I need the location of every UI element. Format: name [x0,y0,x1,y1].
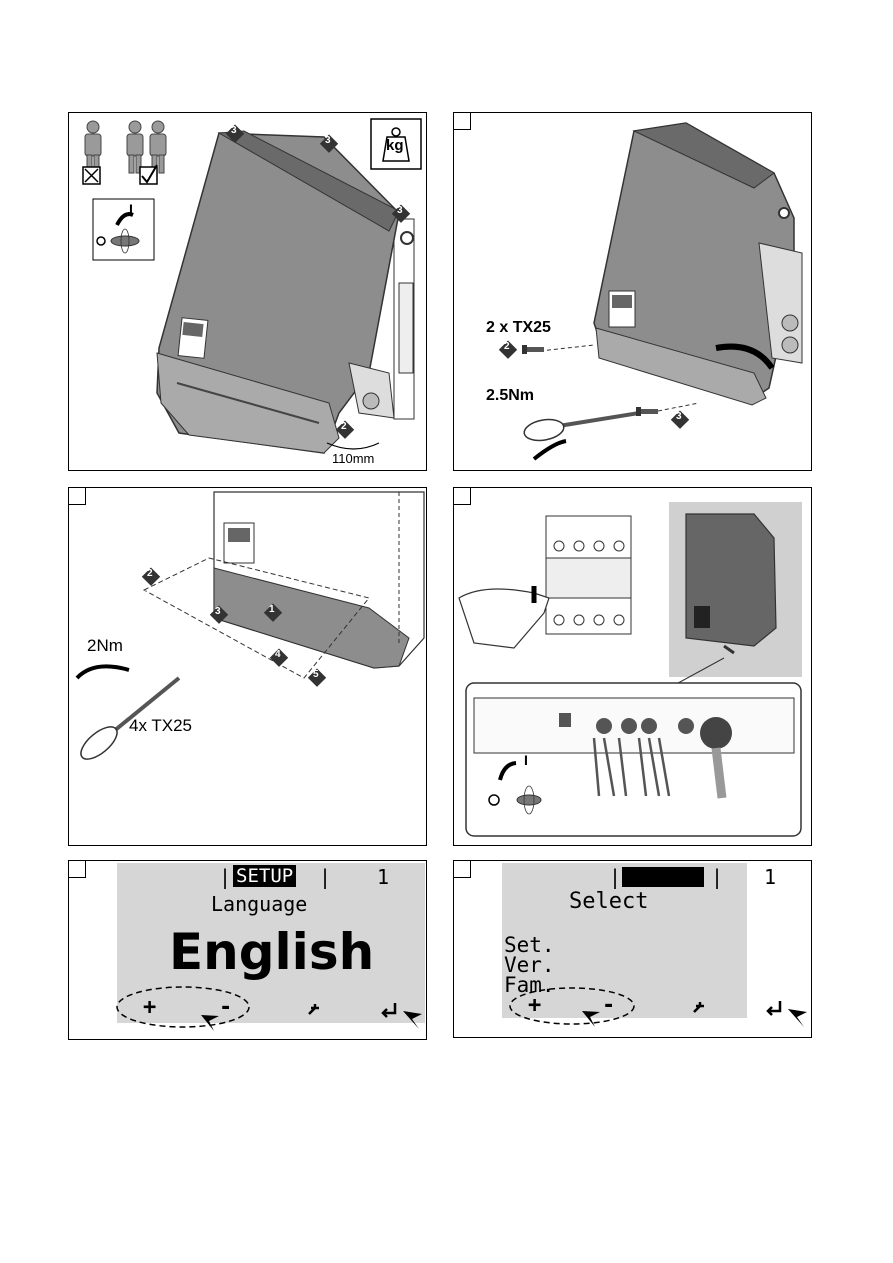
torque-label: 2Nm [87,636,123,655]
step-number-box [454,488,471,505]
switch-position-label: I [524,752,528,768]
screw-icon-bottom [636,407,658,416]
pointer-enter-icon [403,1011,422,1029]
step-number-box [454,861,471,878]
step-marker-5 [307,668,327,687]
menu-item-fam[interactable]: Fam. [504,973,555,997]
plus-button[interactable]: + [143,995,157,1020]
step-number-box [454,113,471,130]
rotate-arrow-icon [75,664,130,680]
panel-6-buttons [509,987,807,1027]
header-title: SETUP [233,865,297,887]
step-marker-4 [269,648,289,667]
marker-4-label: 4 [275,649,281,660]
marker-2-label: 2 [147,568,153,579]
inverter-front [213,491,425,669]
header-page-number: 1 [377,865,390,889]
weight-icon [382,136,410,162]
menu-item-ver[interactable]: Ver. [504,953,555,977]
torque-label: 2.5Nm [486,387,535,404]
back-arrow-icon [308,1004,319,1015]
pointer-enter-icon [788,1009,807,1027]
panel-3-mount-bottom-cover: 2Nm 4x TX25 2 3 1 4 5 [68,487,427,846]
back-arrow-icon [693,1002,704,1013]
panel-1-lift-cover: kg I 3 3 3 2 110mm [68,112,427,471]
screwdriver-icon [523,411,640,442]
hand-icon [458,588,550,649]
marker-1-label: 1 [269,604,275,615]
screw-icon-top [522,345,544,354]
menu-item-set[interactable]: Set. [504,933,555,957]
minus-button[interactable]: - [602,993,616,1018]
screw-count-label: 4x TX25 [129,716,193,735]
step-marker-3 [670,410,690,429]
panel-6-display-select: | | 1 Select Set. Ver. Fam. + - [453,860,812,1038]
panel-3-illustration [75,491,425,760]
lcd-screen [117,863,425,1023]
panel-1-illustration [82,118,422,454]
marker-3-label: 3 [676,411,682,422]
minus-button[interactable]: - [219,995,233,1020]
panel-4-switch-on: I [453,487,812,846]
marker-2-label: 2 [341,421,347,432]
mounting-guide-lines [142,557,370,679]
plus-minus-highlight [509,987,635,1025]
circuit-breaker [545,515,632,635]
cross-box-icon [82,166,101,185]
rotate-arrow-icon [532,439,567,461]
screwdriver-icon [80,676,181,760]
header-left-bar: | [219,865,232,889]
panel-2-fasten-cover: 2 x TX25 2.5Nm 2 3 [453,112,812,471]
step-number-box [69,488,86,505]
screw-count-label: 2 x TX25 [486,319,551,336]
plus-button[interactable]: + [528,993,542,1018]
header-right-bar: | [319,865,332,889]
step-marker-2 [335,420,355,439]
lcd-screen [502,863,747,1018]
connection-area [473,697,795,799]
distance-label: 110mm [332,451,375,466]
panel-4-illustration [458,502,802,837]
marker-3c-label: 3 [397,205,403,216]
step-marker-3b [319,134,339,153]
panel-5-buttons [116,986,422,1031]
step-marker-3a [225,124,245,143]
menu-subtitle: Language [211,892,308,916]
header-left-bar: | [609,865,622,889]
marker-3a-label: 3 [231,125,237,136]
header-title-block [622,867,704,887]
switch-position-label: I [129,201,133,217]
marker-3-label: 3 [215,606,221,617]
enter-arrow-icon [381,1003,397,1018]
inverter-on-wall [685,513,777,655]
step-number-box [69,861,86,878]
plus-minus-highlight [116,986,250,1028]
panel-2-illustration [498,122,803,461]
distance-arc [326,442,380,450]
selected-language-value: English [169,923,375,981]
swing-arrow-icon [715,343,775,370]
marker-3b-label: 3 [325,135,331,146]
enter-arrow-icon [766,1001,782,1016]
pointer-minus-icon [201,1015,219,1031]
check-box-icon [139,164,158,185]
two-persons-icon [126,120,167,174]
panel-5-display-language: | SETUP | 1 Language English + - [68,860,427,1040]
one-person-icon [84,120,102,174]
weight-label: kg [386,137,404,154]
marker-5-label: 5 [313,669,319,680]
inverter-closed [593,122,803,406]
marker-2-label: 2 [504,341,510,352]
header-page-number: 1 [764,865,777,889]
menu-title: Select [569,889,649,914]
header-right-bar: | [711,865,724,889]
pointer-minus-icon [582,1011,600,1027]
inverter-cover-tilted [156,130,415,454]
step-marker-3c [391,204,411,223]
